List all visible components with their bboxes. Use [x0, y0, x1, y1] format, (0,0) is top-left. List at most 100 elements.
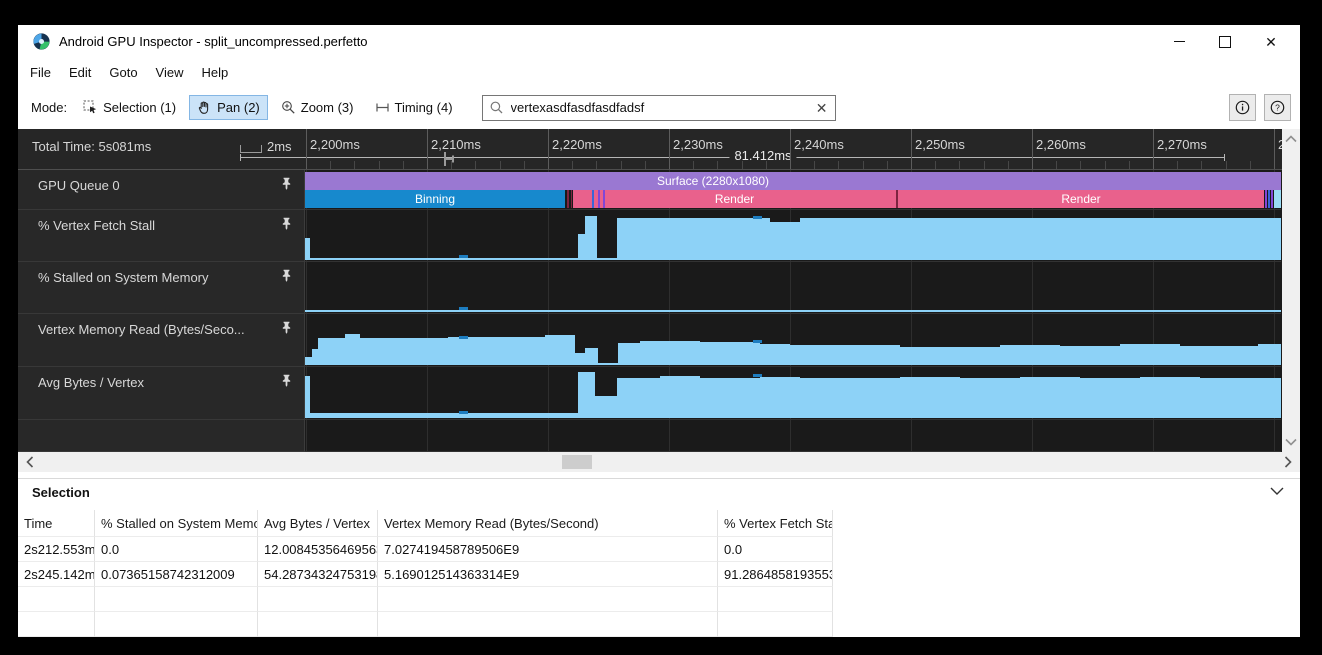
- span-binning[interactable]: Binning: [305, 190, 565, 208]
- menu-item-goto[interactable]: Goto: [109, 64, 138, 80]
- track-chart-vertex-fetch-stall[interactable]: [305, 210, 1281, 262]
- horizontal-scrollbar-thumb[interactable]: [562, 455, 592, 469]
- track-label-vertex-fetch-stall: % Vertex Fetch Stall: [18, 210, 305, 262]
- table-cell[interactable]: 12.008453564695637: [258, 537, 378, 562]
- mode-button-timing-4[interactable]: Timing (4): [367, 95, 461, 120]
- close-button[interactable]: ✕: [1248, 25, 1294, 58]
- pin-icon[interactable]: [281, 177, 292, 191]
- menu-item-help[interactable]: Help: [201, 64, 229, 80]
- pin-icon[interactable]: [281, 269, 292, 283]
- toolbar: Mode: Selection (1)Pan (2)Zoom (3)Timing…: [18, 86, 1300, 129]
- ruler-minor-tick: [475, 161, 476, 169]
- column-header-vertex-memory-read-bytes-second: Vertex Memory Read (Bytes/Second): [378, 510, 718, 537]
- pin-icon[interactable]: [281, 374, 292, 388]
- table-cell[interactable]: 7.027419458789506E9: [378, 537, 718, 562]
- ruler-major-tick: [1032, 129, 1033, 169]
- mode-button-selection-1[interactable]: Selection (1): [75, 95, 184, 120]
- ruler-minor-tick: [524, 161, 525, 169]
- area-segment: [800, 218, 1281, 260]
- track-chart-vertex-memory-read-bytes-seco[interactable]: [305, 314, 1281, 367]
- ruler-minor-tick: [935, 161, 936, 169]
- ruler-minor-tick: [693, 161, 694, 169]
- table-cell: [718, 587, 833, 612]
- search-box[interactable]: ✕: [481, 94, 836, 121]
- scroll-left-icon[interactable]: [26, 456, 34, 468]
- table-cell: [18, 587, 95, 612]
- ruler-minor-tick: [403, 161, 404, 169]
- track-chart-stalled-on-system-memory[interactable]: [305, 262, 1281, 314]
- table-cell[interactable]: 2s245.142ms: [18, 562, 95, 587]
- menu-item-edit[interactable]: Edit: [68, 64, 92, 80]
- mode-button-zoom-3[interactable]: Zoom (3): [273, 95, 362, 120]
- minimize-button[interactable]: [1156, 25, 1202, 58]
- maximize-icon: [1219, 35, 1231, 48]
- area-segment: [617, 378, 660, 418]
- table-cell[interactable]: 91.28648581935535: [718, 562, 833, 587]
- menu-item-view[interactable]: View: [155, 64, 184, 80]
- span-render[interactable]: Render: [898, 190, 1264, 208]
- area-segment: [1080, 378, 1140, 418]
- pin-icon[interactable]: [281, 321, 292, 335]
- area-segment: [900, 347, 1000, 365]
- selection-icon: [83, 100, 97, 114]
- span-render[interactable]: Render: [573, 190, 896, 208]
- table-cell[interactable]: 0.0: [718, 537, 833, 562]
- track-label-vertex-memory-read-bytes-seco: Vertex Memory Read (Bytes/Seco...: [18, 314, 305, 367]
- track-chart-avg-bytes-vertex[interactable]: [305, 367, 1281, 420]
- help-button[interactable]: ?: [1264, 94, 1291, 121]
- ruler-minor-tick: [1226, 161, 1227, 169]
- area-segment: [617, 218, 770, 260]
- table-cell[interactable]: 54.287343247531986: [258, 562, 378, 587]
- table-cell[interactable]: 2s212.553ms: [18, 537, 95, 562]
- ruler-minor-tick: [766, 161, 767, 169]
- track-label-avg-bytes-vertex: Avg Bytes / Vertex: [18, 367, 305, 420]
- ruler-tick-label: 2,260ms: [1036, 137, 1086, 152]
- track-chart-empty[interactable]: [305, 420, 1281, 452]
- table-row-empty: [18, 587, 1300, 612]
- ruler-major-tick: [911, 129, 912, 169]
- area-segment: [585, 348, 598, 365]
- pin-icon[interactable]: [281, 217, 292, 231]
- ruler-tick-label: 2,230ms: [673, 137, 723, 152]
- maximize-button[interactable]: [1202, 25, 1248, 58]
- ruler-minor-tick: [1008, 161, 1009, 169]
- search-input[interactable]: [508, 99, 810, 116]
- ruler-major-tick: [548, 129, 549, 169]
- time-ruler[interactable]: Total Time: 5s081ms 2ms 81.412ms 2,200ms…: [18, 129, 1282, 170]
- area-segment: [660, 376, 700, 418]
- ruler-minor-tick: [500, 161, 501, 169]
- clear-search-icon[interactable]: ✕: [815, 99, 828, 116]
- span-sliver: [571, 190, 572, 208]
- span-surface-2280x1080[interactable]: Surface (2280x1080): [305, 172, 1281, 190]
- ruler-minor-tick: [838, 161, 839, 169]
- vertical-scrollbar[interactable]: [1282, 129, 1300, 452]
- table-cell[interactable]: 0.07365158742312009: [95, 562, 258, 587]
- zoom-icon: [281, 101, 295, 114]
- area-segment: [545, 335, 575, 365]
- area-segment: [760, 377, 800, 418]
- info-button[interactable]: [1229, 94, 1256, 121]
- data-tick: [459, 336, 468, 339]
- scroll-right-icon[interactable]: [1284, 456, 1292, 468]
- menu-item-file[interactable]: File: [30, 64, 51, 80]
- menu-bar: File Edit Goto View Help: [18, 58, 1300, 86]
- table-cell[interactable]: 0.0: [95, 537, 258, 562]
- scroll-up-icon[interactable]: [1285, 135, 1297, 143]
- ruler-major-tick: [427, 129, 428, 169]
- span-sliver: [603, 190, 605, 208]
- app-window: Android GPU Inspector - split_uncompress…: [18, 25, 1300, 637]
- data-tick: [753, 374, 762, 377]
- collapse-chevron-icon[interactable]: [1270, 487, 1284, 495]
- area-segment: [305, 376, 310, 418]
- scroll-down-icon[interactable]: [1285, 438, 1297, 446]
- area-segment: [800, 378, 900, 418]
- track-name: GPU Queue 0: [38, 178, 120, 193]
- table-cell[interactable]: 5.169012514363314E9: [378, 562, 718, 587]
- track-name: Avg Bytes / Vertex: [38, 375, 144, 390]
- ruler-minor-tick: [1250, 161, 1251, 169]
- mode-button-pan-2[interactable]: Pan (2): [189, 95, 268, 120]
- ruler-tick-label: 2,2: [1278, 137, 1282, 152]
- horizontal-scrollbar[interactable]: [18, 452, 1300, 472]
